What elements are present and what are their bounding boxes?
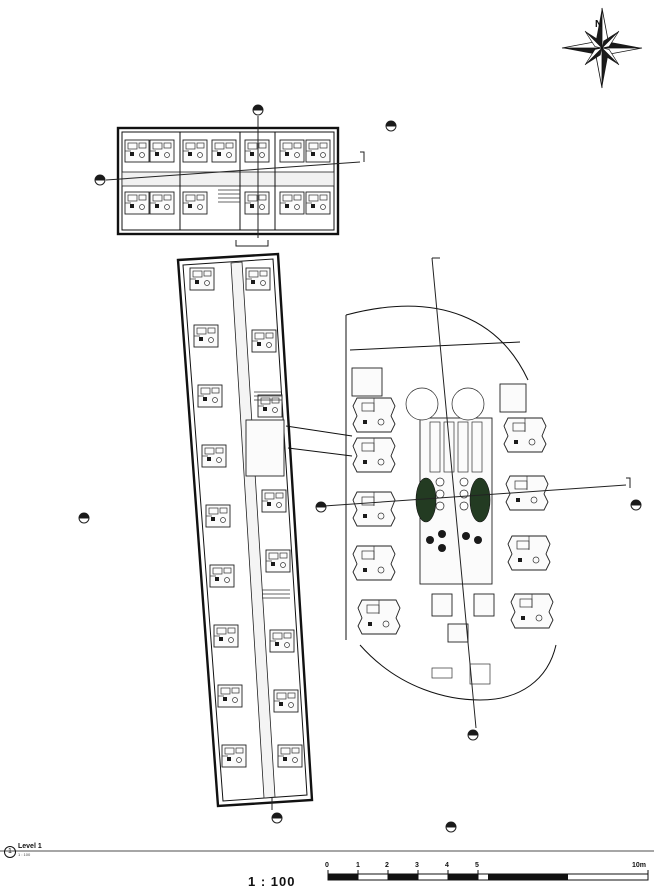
tall-building-block xyxy=(176,252,314,808)
section-marker-icon xyxy=(94,174,106,186)
section-marker-icon xyxy=(315,501,327,513)
scale-ratio: 1 : 100 xyxy=(248,874,296,889)
scale-tick-5: 5 xyxy=(475,862,479,869)
section-marker-icon xyxy=(445,821,457,833)
connecting-bridge xyxy=(285,425,353,457)
section-marker-icon xyxy=(630,499,642,511)
view-number: 1 xyxy=(4,846,16,858)
scale-tick-2: 2 xyxy=(385,862,389,869)
section-marker-icon xyxy=(385,120,397,132)
view-scale: 1 : 100 xyxy=(18,852,31,857)
scale-tick-10m: 10m xyxy=(632,862,647,869)
scale-tick-4: 4 xyxy=(445,862,449,869)
view-title: Level 1 xyxy=(18,843,42,850)
rounded-building-block xyxy=(345,305,557,701)
section-marker-icon xyxy=(467,729,479,741)
section-marker-icon xyxy=(78,512,90,524)
scale-tick-0: 0 xyxy=(325,862,329,869)
north-label: N xyxy=(595,19,603,30)
section-lines xyxy=(105,116,631,810)
section-marker-icon xyxy=(252,104,264,116)
section-marker-icon xyxy=(271,812,283,824)
scale-tick-1: 1 xyxy=(356,862,360,869)
north-arrow-compass-icon xyxy=(561,7,643,89)
scale-bar xyxy=(327,870,649,881)
top-building-block xyxy=(116,126,340,247)
scale-tick-3: 3 xyxy=(415,862,419,869)
